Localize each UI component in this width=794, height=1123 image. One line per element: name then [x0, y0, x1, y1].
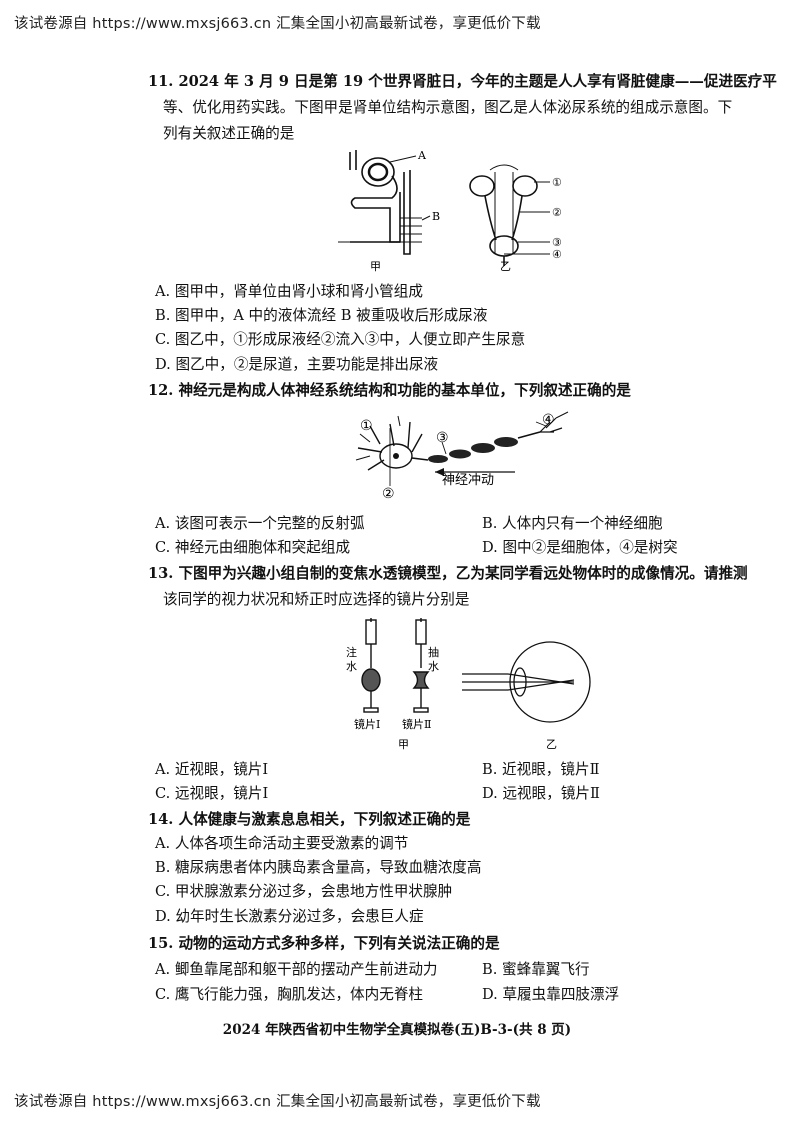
q11-option-b[interactable]: B. 图甲中，A 中的液体流经 B 被重吸收后形成尿液 — [155, 307, 488, 324]
q12-option-c[interactable]: C. 神经元由细胞体和突起组成 — [155, 539, 351, 556]
q11-figure: A B 甲 ① ② ③ ④ 乙 — [330, 142, 590, 277]
neuron-diagram: ① ② ③ ④ 神经冲动 — [355, 411, 569, 502]
q12-figure: ① ② ③ ④ 神经冲动 — [350, 404, 590, 504]
source-banner-top: 该试卷源自 https://www.mxsj663.cn 汇集全国小初高最新试卷… — [14, 16, 541, 32]
neuron-marker-4: ④ — [542, 412, 555, 428]
inject-char-1: 注 — [346, 645, 357, 659]
q14-option-a[interactable]: A. 人体各项生命活动主要受激素的调节 — [155, 835, 409, 852]
draw-char-2: 水 — [428, 660, 439, 673]
label-b: B — [432, 210, 440, 223]
q11-option-a[interactable]: A. 图甲中，肾单位由肾小球和肾小管组成 — [155, 283, 423, 300]
q11-stem-line3: 列有关叙述正确的是 — [163, 125, 295, 142]
marker-1: ① — [552, 176, 562, 189]
q14-option-d[interactable]: D. 幼年时生长激素分泌过多，会患巨人症 — [155, 908, 424, 925]
marker-4: ④ — [552, 248, 562, 261]
q11-stem-line2: 等、优化用药实践。下图甲是肾单位结构示意图，图乙是人体泌尿系统的组成示意图。下 — [163, 99, 733, 116]
marker-2: ② — [552, 206, 562, 219]
nephron-diagram — [338, 150, 431, 255]
caption-jia: 甲 — [370, 260, 381, 273]
q13-option-c[interactable]: C. 远视眼，镜片Ⅰ — [155, 785, 269, 802]
q12-option-d[interactable]: D. 图中②是细胞体，④是树突 — [482, 539, 678, 556]
q11-option-d[interactable]: D. 图乙中，②是尿道，主要功能是排出尿液 — [155, 356, 439, 373]
eye-diagram — [462, 641, 591, 723]
caption-yi: 乙 — [500, 260, 511, 273]
marker-3: ③ — [552, 236, 562, 249]
neuron-marker-3: ③ — [436, 430, 449, 446]
q13-option-b[interactable]: B. 近视眼，镜片Ⅱ — [482, 761, 600, 778]
caption-yi-13: 乙 — [546, 738, 557, 751]
q15-option-a[interactable]: A. 鲫鱼靠尾部和躯干部的摆动产生前进动力 — [155, 961, 438, 978]
q15-option-c[interactable]: C. 鹰飞行能力强，胸肌发达，体内无脊柱 — [155, 986, 424, 1003]
q13-option-d[interactable]: D. 远视眼，镜片Ⅱ — [482, 785, 600, 802]
draw-char-1: 抽 — [428, 645, 439, 659]
inject-char-2: 水 — [346, 660, 357, 673]
lens-eye-diagrams: 注 水 抽 水 镜片Ⅰ 镜片Ⅱ 甲 乙 — [346, 618, 591, 751]
q14-option-c[interactable]: C. 甲状腺激素分泌过多，会患地方性甲状腺肿 — [155, 883, 453, 900]
q12-option-b[interactable]: B. 人体内只有一个神经细胞 — [482, 515, 663, 532]
q13-option-a[interactable]: A. 近视眼，镜片Ⅰ — [155, 761, 269, 778]
lens-label-i: 镜片Ⅰ — [354, 717, 380, 731]
neuron-marker-1: ① — [360, 418, 373, 434]
q12-stem: 12. 神经元是构成人体神经系统结构和功能的基本单位，下列叙述正确的是 — [148, 382, 631, 399]
page-footer: 2024 年陕西省初中生物学全真模拟卷(五)B-3-(共 8 页) — [222, 1022, 572, 1038]
source-banner-bottom: 该试卷源自 https://www.mxsj663.cn 汇集全国小初高最新试卷… — [14, 1094, 541, 1110]
neuron-marker-2: ② — [382, 486, 395, 502]
q13-stem-line2: 该同学的视力状况和矫正时应选择的镜片分别是 — [163, 591, 470, 608]
lens-model-ii — [412, 618, 430, 713]
q14-option-b[interactable]: B. 糖尿病患者体内胰岛素含量高，导致血糖浓度高 — [155, 859, 482, 876]
q15-option-b[interactable]: B. 蜜蜂靠翼飞行 — [482, 961, 590, 978]
q15-stem: 15. 动物的运动方式多种多样，下列有关说法正确的是 — [148, 935, 500, 952]
q15-option-d[interactable]: D. 草履虫靠四肢漂浮 — [482, 986, 620, 1003]
caption-jia-13: 甲 — [398, 738, 409, 751]
q11-option-c[interactable]: C. 图乙中，①形成尿液经②流入③中，人便立即产生尿意 — [155, 331, 526, 348]
kidney-diagrams: A B 甲 ① ② ③ ④ 乙 — [338, 149, 562, 273]
urinary-system-diagram — [469, 164, 550, 266]
nerve-impulse-label: 神经冲动 — [442, 473, 494, 488]
q14-stem: 14. 人体健康与激素息息相关，下列叙述正确的是 — [148, 811, 471, 828]
q13-stem-line1: 13. 下图甲为兴趣小组自制的变焦水透镜模型，乙为某同学看远处物体时的成像情况。… — [148, 565, 748, 582]
q12-option-a[interactable]: A. 该图可表示一个完整的反射弧 — [155, 515, 365, 532]
q13-figure: 注 水 抽 水 镜片Ⅰ 镜片Ⅱ 甲 乙 — [340, 618, 600, 756]
lens-model-i — [361, 618, 381, 713]
label-a: A — [417, 149, 427, 162]
q11-stem-line1: 11. 2024 年 3 月 9 日是第 19 个世界肾脏日，今年的主题是人人享… — [148, 73, 777, 90]
lens-label-ii: 镜片Ⅱ — [402, 717, 431, 731]
